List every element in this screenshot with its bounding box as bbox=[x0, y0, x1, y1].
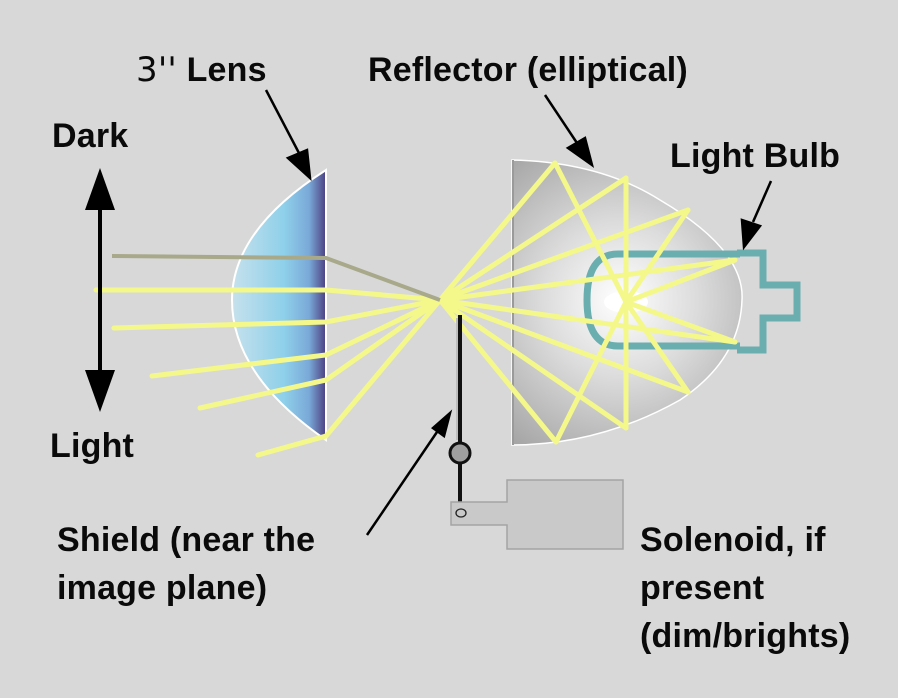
light-bulb-label: Light Bulb bbox=[670, 137, 841, 175]
arrow-down-icon bbox=[85, 370, 115, 412]
arrow-up-icon bbox=[85, 168, 115, 210]
lens-arrow-icon bbox=[285, 148, 312, 182]
shield bbox=[448, 315, 472, 513]
reflector-arrow-icon bbox=[565, 136, 595, 168]
cutoff-ray bbox=[111, 254, 441, 302]
shield-label-line2: image plane) bbox=[57, 569, 268, 607]
dark-label: Dark bbox=[52, 117, 129, 155]
solenoid-label-line2: present bbox=[640, 569, 765, 607]
dark-light-arrow bbox=[85, 168, 115, 412]
lens-shape bbox=[230, 168, 327, 442]
bulb-arrow-icon bbox=[740, 218, 763, 251]
lens-text: Lens bbox=[186, 51, 267, 89]
lens-size: 3'' bbox=[136, 50, 177, 90]
solenoid-label-line3: (dim/brights) bbox=[640, 617, 851, 655]
projected-rays bbox=[93, 287, 443, 458]
light-label: Light bbox=[50, 427, 135, 465]
callout-arrows bbox=[264, 89, 773, 536]
reflector-edge bbox=[512, 160, 514, 445]
shield-arrow-icon bbox=[431, 409, 453, 439]
solenoid-label-line1: Solenoid, if bbox=[640, 521, 826, 559]
solenoid bbox=[450, 479, 624, 550]
reflected-rays bbox=[437, 160, 738, 445]
reflector-label: Reflector (elliptical) bbox=[368, 51, 688, 89]
shield-label-line1: Shield (near the bbox=[57, 521, 316, 559]
lens-label: 3'' Lens bbox=[136, 48, 267, 92]
